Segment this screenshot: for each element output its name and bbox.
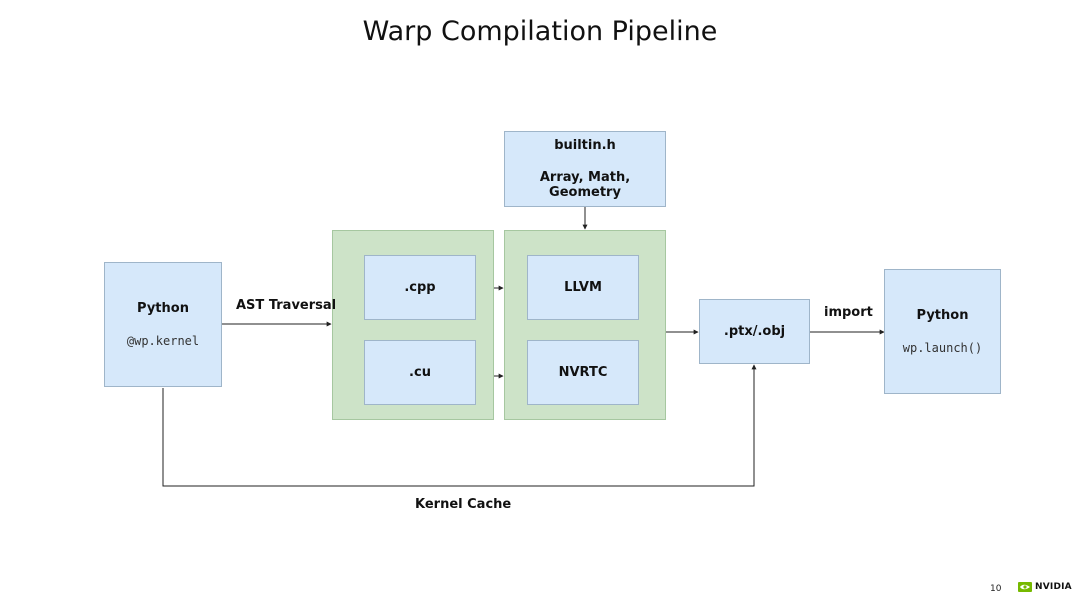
- builtin-subtitle: Array, Math, Geometry: [539, 170, 631, 200]
- python-source-title: Python: [137, 301, 189, 316]
- ast-traversal-label: AST Traversal: [236, 298, 337, 313]
- python-runtime-code: wp.launch(): [902, 341, 983, 355]
- llvm-label: LLVM: [564, 280, 602, 295]
- python-runtime-node: Python wp.launch(): [884, 269, 1001, 394]
- cu-label: .cu: [409, 365, 431, 380]
- builtin-title: builtin.h: [554, 138, 616, 153]
- edge-kernel-cache: [162, 364, 757, 487]
- python-source-node: Python @wp.kernel: [104, 262, 222, 387]
- nvidia-logo: NVIDIA: [1018, 582, 1072, 592]
- nvidia-wordmark: NVIDIA: [1035, 582, 1072, 592]
- cpp-node: .cpp: [364, 255, 476, 320]
- page-title: Warp Compilation Pipeline: [362, 16, 718, 47]
- llvm-node: LLVM: [527, 255, 639, 320]
- nvidia-eye-icon: [1018, 582, 1032, 592]
- python-runtime-title: Python: [916, 308, 969, 323]
- python-source-code: @wp.kernel: [126, 334, 200, 348]
- nvrtc-label: NVRTC: [558, 365, 608, 380]
- kernel-cache-label: Kernel Cache: [415, 497, 512, 512]
- cpp-label: .cpp: [404, 280, 436, 295]
- ptx-obj-label: .ptx/.obj: [723, 324, 786, 339]
- cu-node: .cu: [364, 340, 476, 405]
- nvrtc-node: NVRTC: [527, 340, 639, 405]
- page-number: 10: [990, 584, 1002, 594]
- import-label: import: [824, 305, 873, 320]
- ptx-obj-node: .ptx/.obj: [699, 299, 810, 364]
- builtin-node: builtin.h Array, Math, Geometry: [504, 131, 666, 207]
